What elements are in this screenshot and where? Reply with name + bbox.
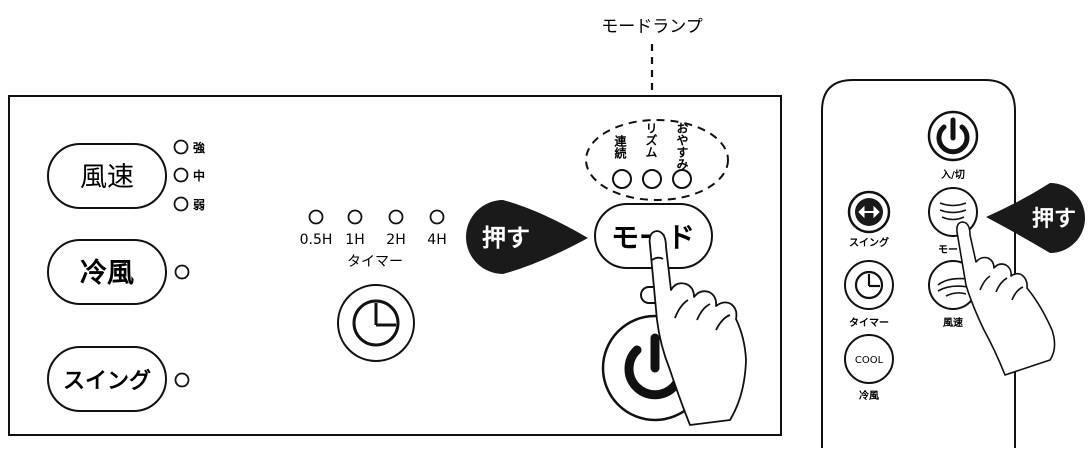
timer-option-0-5h: 0.5H xyxy=(300,232,333,248)
pressing-hand-panel xyxy=(648,230,747,426)
mode-lamp-label-sleep: おやすみ xyxy=(675,122,689,170)
clock-icon xyxy=(352,299,400,347)
cool-lamp xyxy=(174,264,190,280)
remote-power-icon xyxy=(936,117,970,155)
mode-lamp-callout-label: モードランプ xyxy=(601,17,703,37)
mode-lamp-label-continuous: 連続 xyxy=(613,134,627,160)
cool-button-label: 冷風 xyxy=(80,258,134,289)
fan-speed-button-label: 風速 xyxy=(80,162,134,193)
fan-speed-lamp-weak xyxy=(173,196,189,212)
fan-speed-lamp-medium xyxy=(173,167,189,183)
timer-option-2h: 2H xyxy=(386,232,405,248)
fan-speed-button[interactable]: 風速 xyxy=(47,143,167,209)
remote-power-label: 入/切 xyxy=(941,169,965,181)
timer-lamp-1h xyxy=(347,209,363,225)
mode-lamp-rhythm xyxy=(642,169,662,189)
timer-button[interactable] xyxy=(337,284,415,362)
timer-option-4h: 4H xyxy=(427,232,446,248)
timer-lamps: 0.5H 1H 2H 4H タイマー xyxy=(300,209,447,270)
remote-swing-button[interactable] xyxy=(847,190,891,234)
remote-power-button[interactable] xyxy=(927,110,979,162)
remote-timer-button[interactable] xyxy=(844,260,894,310)
swing-button[interactable]: スイング xyxy=(47,346,167,412)
fan-speed-level-medium: 中 xyxy=(193,168,205,183)
control-panel: 風速 強 中 弱 冷風 スイング 0.5H 1H 2H xyxy=(8,95,782,436)
mode-lamp-sleep xyxy=(672,169,692,189)
push-badge-panel: 押す xyxy=(466,200,588,274)
push-badge-remote: 押す xyxy=(986,183,1085,253)
remote-cool-button[interactable]: COOL xyxy=(844,334,894,384)
remote-cool-label: 冷風 xyxy=(859,389,879,402)
remote-control: 入/切 スイング モード タイマ xyxy=(821,79,1085,448)
remote-clock-icon xyxy=(854,270,884,300)
cool-button[interactable]: 冷風 xyxy=(47,239,167,305)
remote-timer-label: タイマー xyxy=(849,317,889,329)
mode-lamp-continuous xyxy=(612,169,632,189)
mode-lamps-outline xyxy=(585,119,729,201)
mode-lamp-label-rhythm: リズム xyxy=(644,122,658,158)
fan-speed-lamps: 強 中 弱 xyxy=(173,139,205,212)
timer-lamp-0-5h xyxy=(308,209,324,225)
swing-button-label: スイング xyxy=(63,368,151,394)
remote-fan-speed-label: 風速 xyxy=(943,316,963,329)
pressing-hand-remote xyxy=(956,221,1056,376)
wind-waves-icon xyxy=(939,202,967,221)
push-badge-panel-label: 押す xyxy=(482,224,530,252)
timer-lamp-4h xyxy=(429,209,445,225)
timer-label: タイマー xyxy=(347,254,403,270)
swing-lamp xyxy=(174,372,190,388)
fan-speed-lamp-strong xyxy=(173,139,189,155)
fan-speed-level-weak: 弱 xyxy=(193,197,205,212)
cool-icon: COOL xyxy=(855,355,884,366)
fan-speed-level-strong: 強 xyxy=(193,140,205,155)
remote-swing-label: スイング xyxy=(849,236,889,249)
timer-option-1h: 1H xyxy=(345,232,364,248)
mode-lamps: 連続 リズム おやすみ xyxy=(585,119,729,201)
timer-lamp-2h xyxy=(388,209,404,225)
push-badge-remote-label: 押す xyxy=(1032,206,1076,232)
